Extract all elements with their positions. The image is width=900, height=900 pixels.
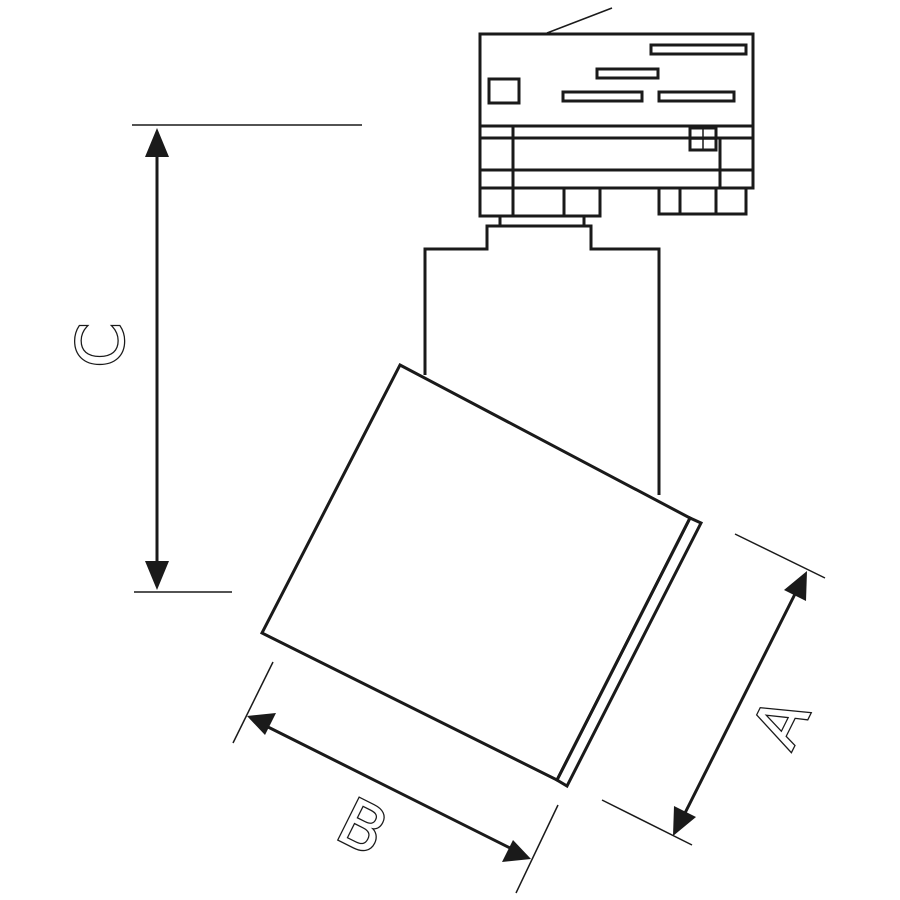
arm-body-outline (423, 224, 661, 495)
adapter-slot-top (649, 43, 748, 56)
dim-a-label: A (739, 687, 825, 759)
dim-a-arrow-top (784, 571, 807, 601)
dim-a-line (682, 591, 798, 816)
adapter-contact-block (478, 124, 755, 190)
dim-c-label: C (65, 323, 139, 368)
lamp-head-front-ring (555, 516, 704, 789)
dim-b-extension-left (232, 661, 274, 744)
spotlight-arm (423, 214, 661, 495)
lamp-head-body (259, 362, 693, 783)
adapter-left-clip (478, 188, 602, 218)
adapter-square-window (487, 77, 521, 105)
dim-a-extension-bottom (601, 799, 693, 846)
dim-c-arrow-top (145, 128, 169, 157)
dim-c-arrow-bottom (145, 561, 169, 590)
adapter-right-clip (657, 186, 748, 216)
adapter-slot-left (561, 90, 644, 103)
dim-a-extension-top (734, 533, 826, 579)
dim-b-arrow-right (502, 840, 531, 862)
adapter-slot-mid (595, 67, 660, 80)
dim-b-line (267, 725, 511, 850)
track-adapter (478, 7, 755, 218)
dimension-c: C (64, 124, 362, 593)
lamp-head (259, 362, 704, 789)
adapter-slot-right (657, 90, 736, 103)
dim-b-label: B (326, 785, 398, 871)
dim-a-arrow-bottom (673, 806, 696, 836)
dim-b-arrow-left (247, 713, 276, 735)
adapter-wire (546, 7, 613, 34)
dim-b-extension-right (515, 804, 559, 894)
adapter-housing (478, 32, 755, 128)
